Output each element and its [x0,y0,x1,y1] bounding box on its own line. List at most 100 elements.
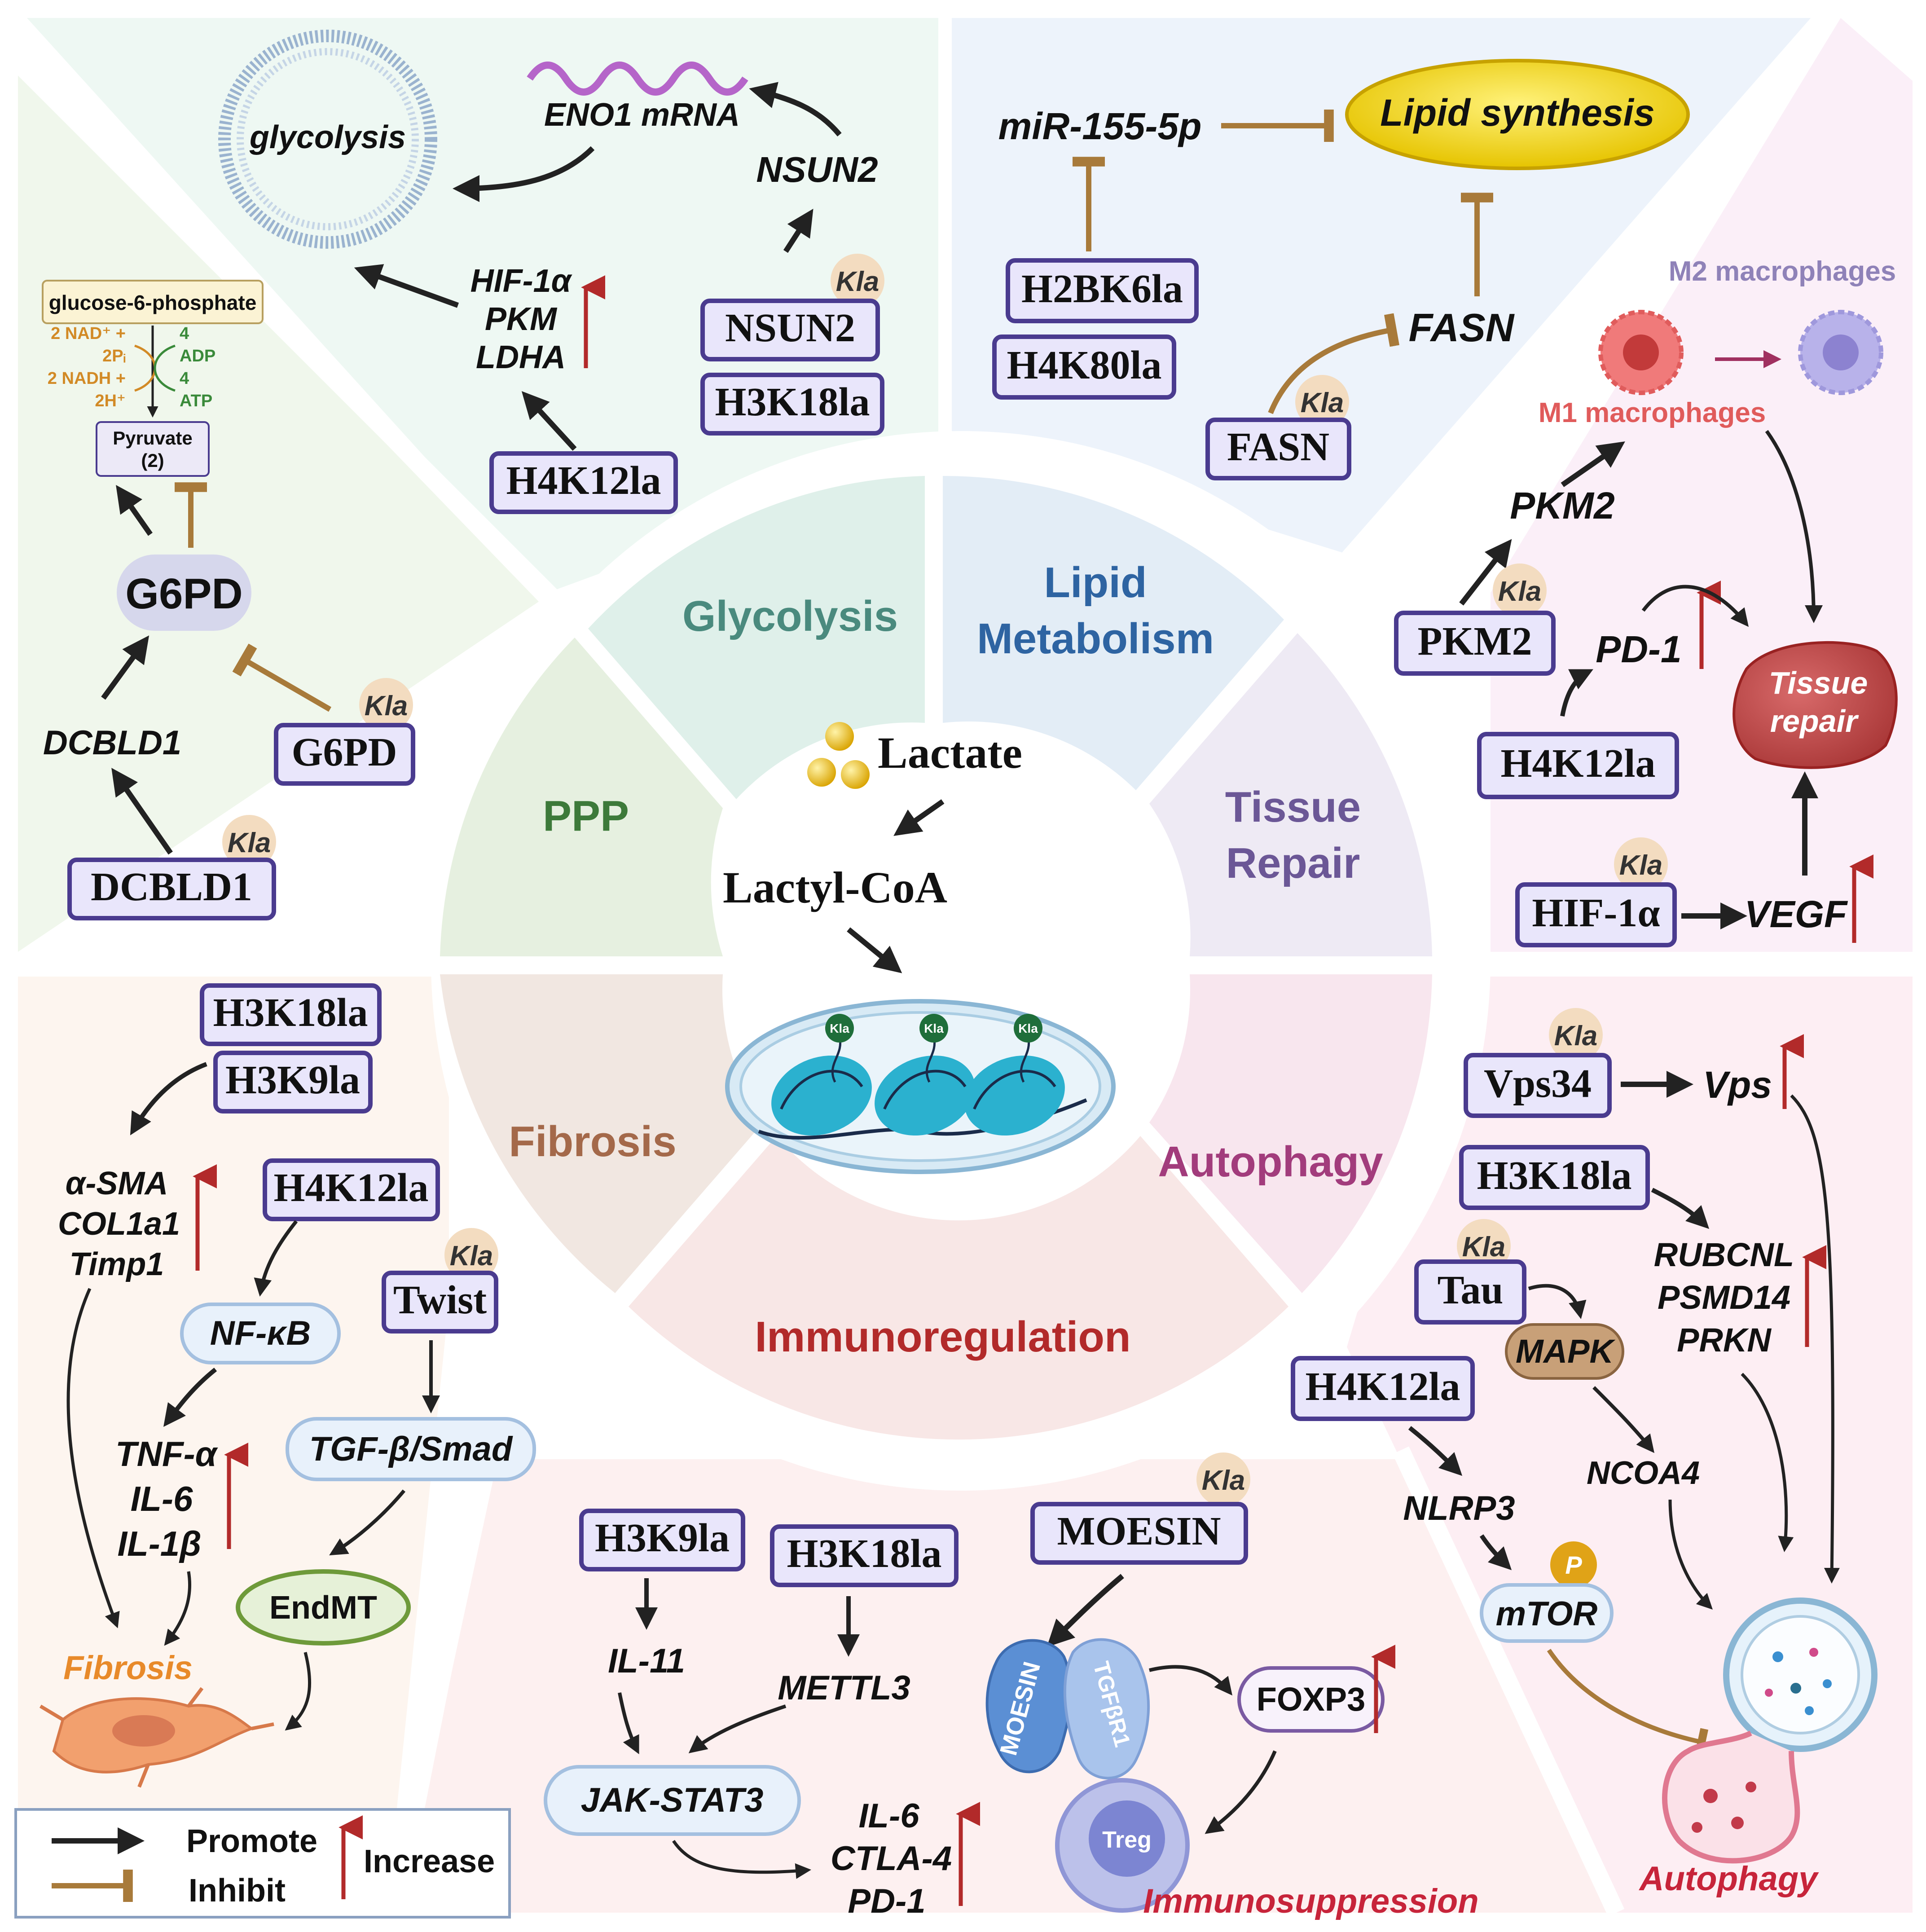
fibroblast-icon [39,1687,274,1788]
psmd14-label: PSMD14 [1658,1279,1790,1316]
glycolysis-panel: glycolysis ENO1 mRNA NSUN2 Kla NSUN2 H3K… [218,30,884,514]
il6-label: IL-6 [131,1479,193,1518]
mapk-node [1505,1323,1624,1380]
svg-text:Kla: Kla [836,266,879,297]
sector-lipid [943,475,1284,790]
h3k9la-box [213,1051,373,1113]
svg-text:Pyruvate: Pyruvate [113,427,192,449]
svg-text:Kla: Kla [1301,387,1344,418]
kla-badge [1549,1008,1603,1062]
h4k12la-box [1477,732,1679,799]
prkn-label: PRKN [1677,1321,1772,1359]
mettl3-label: METTL3 [778,1669,910,1707]
svg-text:Kla: Kla [830,1021,849,1035]
dcbld1-gene-label: DCBLD1 [43,724,181,762]
fibrosis-panel: H3K18la H3K9la α-SMA COL1a1 Timp1 H4K12l… [39,983,536,1788]
sector-label-lipid-1: Lipid [1044,559,1147,607]
lipid-panel: miR-155-5p Lipid synthesis H2BK6la H4K80… [992,59,1690,480]
svg-text:Tissue: Tissue [1769,665,1868,700]
svg-text:4: 4 [180,324,189,343]
ppp-panel: glucose-6-phosphate 2 NAD⁺ + 2Pᵢ 2 NADH … [42,280,415,920]
h4k80la-box [992,334,1176,400]
svg-text:Vps34: Vps34 [1484,1061,1592,1106]
ctla4-label: CTLA-4 [831,1840,952,1878]
h4k12la-box [1291,1356,1475,1421]
il11-label: IL-11 [608,1642,685,1680]
svg-text:EndMT: EndMT [269,1590,377,1626]
sector-label-glycolysis: Glycolysis [682,592,898,640]
nucleosome-icon: Kla Kla Kla [725,999,1116,1174]
sector-ppp [440,638,723,956]
vps-label: Vps [1703,1064,1772,1106]
svg-text:G6PD: G6PD [125,570,242,618]
m2-label: M2 macrophages [1669,256,1896,287]
autophagosome-icon [1662,1598,1878,1864]
twist-box [382,1271,498,1333]
autophagy-panel: Kla Vps34 Vps H3K18la RUBCNL PSMD14 PRKN… [1291,1008,1878,1898]
svg-text:Kla: Kla [1554,1021,1597,1052]
sector-label-ppp: PPP [543,792,629,840]
svg-text:NF-κB: NF-κB [210,1314,311,1352]
sector-label-lipid-2: Metabolism [977,615,1214,663]
sector-label-autophagy: Autophagy [1158,1138,1383,1186]
sector-labels: Glycolysis Lipid Metabolism Tissue Repai… [509,559,1383,1361]
legend-inhibit-label: Inhibit [189,1873,286,1909]
nsun2-box [700,299,880,361]
tgfb-node [286,1417,536,1481]
sector-fibrosis [440,974,763,1293]
sector-label-immuno: Immunoregulation [755,1313,1130,1361]
svg-text:Kla: Kla [1498,576,1541,607]
eno1-mrna-label: ENO1 mRNA [544,97,740,133]
legend-box [14,1808,511,1919]
tissue-panel: M2 macrophages M1 macrophages PKM2 Kla P… [1394,256,1898,947]
svg-text:H2BK6la: H2BK6la [1021,267,1183,311]
h4k12la-box [489,451,678,514]
svg-text:2H⁺: 2H⁺ [95,392,126,410]
mrna-wave-icon [527,62,748,96]
svg-text:Kla: Kla [924,1021,944,1035]
svg-text:MAPK: MAPK [1516,1333,1615,1370]
ncoa4-label: NCOA4 [1587,1455,1700,1491]
jak-stat3-node [544,1765,801,1836]
col1a1-label: COL1a1 [58,1206,180,1242]
hif1a-box [1515,882,1677,947]
sector-label-fibrosis: Fibrosis [509,1118,676,1166]
svg-text:Kla: Kla [228,827,271,858]
h3k18la-box [700,373,884,436]
svg-text:FOXP3: FOXP3 [1257,1681,1366,1718]
svg-text:H3K9la: H3K9la [595,1516,730,1560]
svg-text:H3K18la: H3K18la [787,1532,941,1576]
tau-box [1414,1259,1526,1325]
nfkb-node [180,1303,341,1364]
kla-badge [1493,563,1547,617]
h4k12la-box [263,1158,440,1221]
vps34-box [1464,1053,1612,1118]
svg-text:H3K18la: H3K18la [213,990,368,1035]
sector-autophagy [1149,974,1432,1293]
svg-text:2 NADH +: 2 NADH + [48,369,126,388]
sector-glycolysis [588,476,925,799]
svg-text:Kla: Kla [365,691,408,722]
lactate-dot [841,760,870,789]
legend: Promote Inhibit Increase [14,1808,511,1919]
phospho-badge [1550,1541,1597,1588]
m1-label: M1 macrophages [1539,397,1766,428]
pkm2-box [1394,611,1556,676]
svg-text:TGF-β/Smad: TGF-β/Smad [309,1430,513,1468]
il1b-label: IL-1β [117,1524,201,1563]
svg-text:DCBLD1: DCBLD1 [91,865,252,909]
svg-text:2Pᵢ: 2Pᵢ [102,347,126,365]
svg-text:H3K18la: H3K18la [715,380,870,424]
svg-text:H4K80la: H4K80la [1007,343,1161,387]
h3k18la-box [200,983,382,1046]
svg-text:Kla: Kla [1462,1232,1505,1263]
pkm-label: PKM [485,301,558,337]
svg-text:Kla: Kla [450,1241,493,1272]
svg-text:H3K18la: H3K18la [1477,1153,1631,1198]
svg-text:Kla: Kla [1619,850,1662,881]
pkm2-gene-label: PKM2 [1510,484,1614,527]
svg-text:repair: repair [1770,704,1859,739]
sector-label-tissue-1: Tissue [1225,783,1361,831]
g6pd-box [274,723,415,786]
